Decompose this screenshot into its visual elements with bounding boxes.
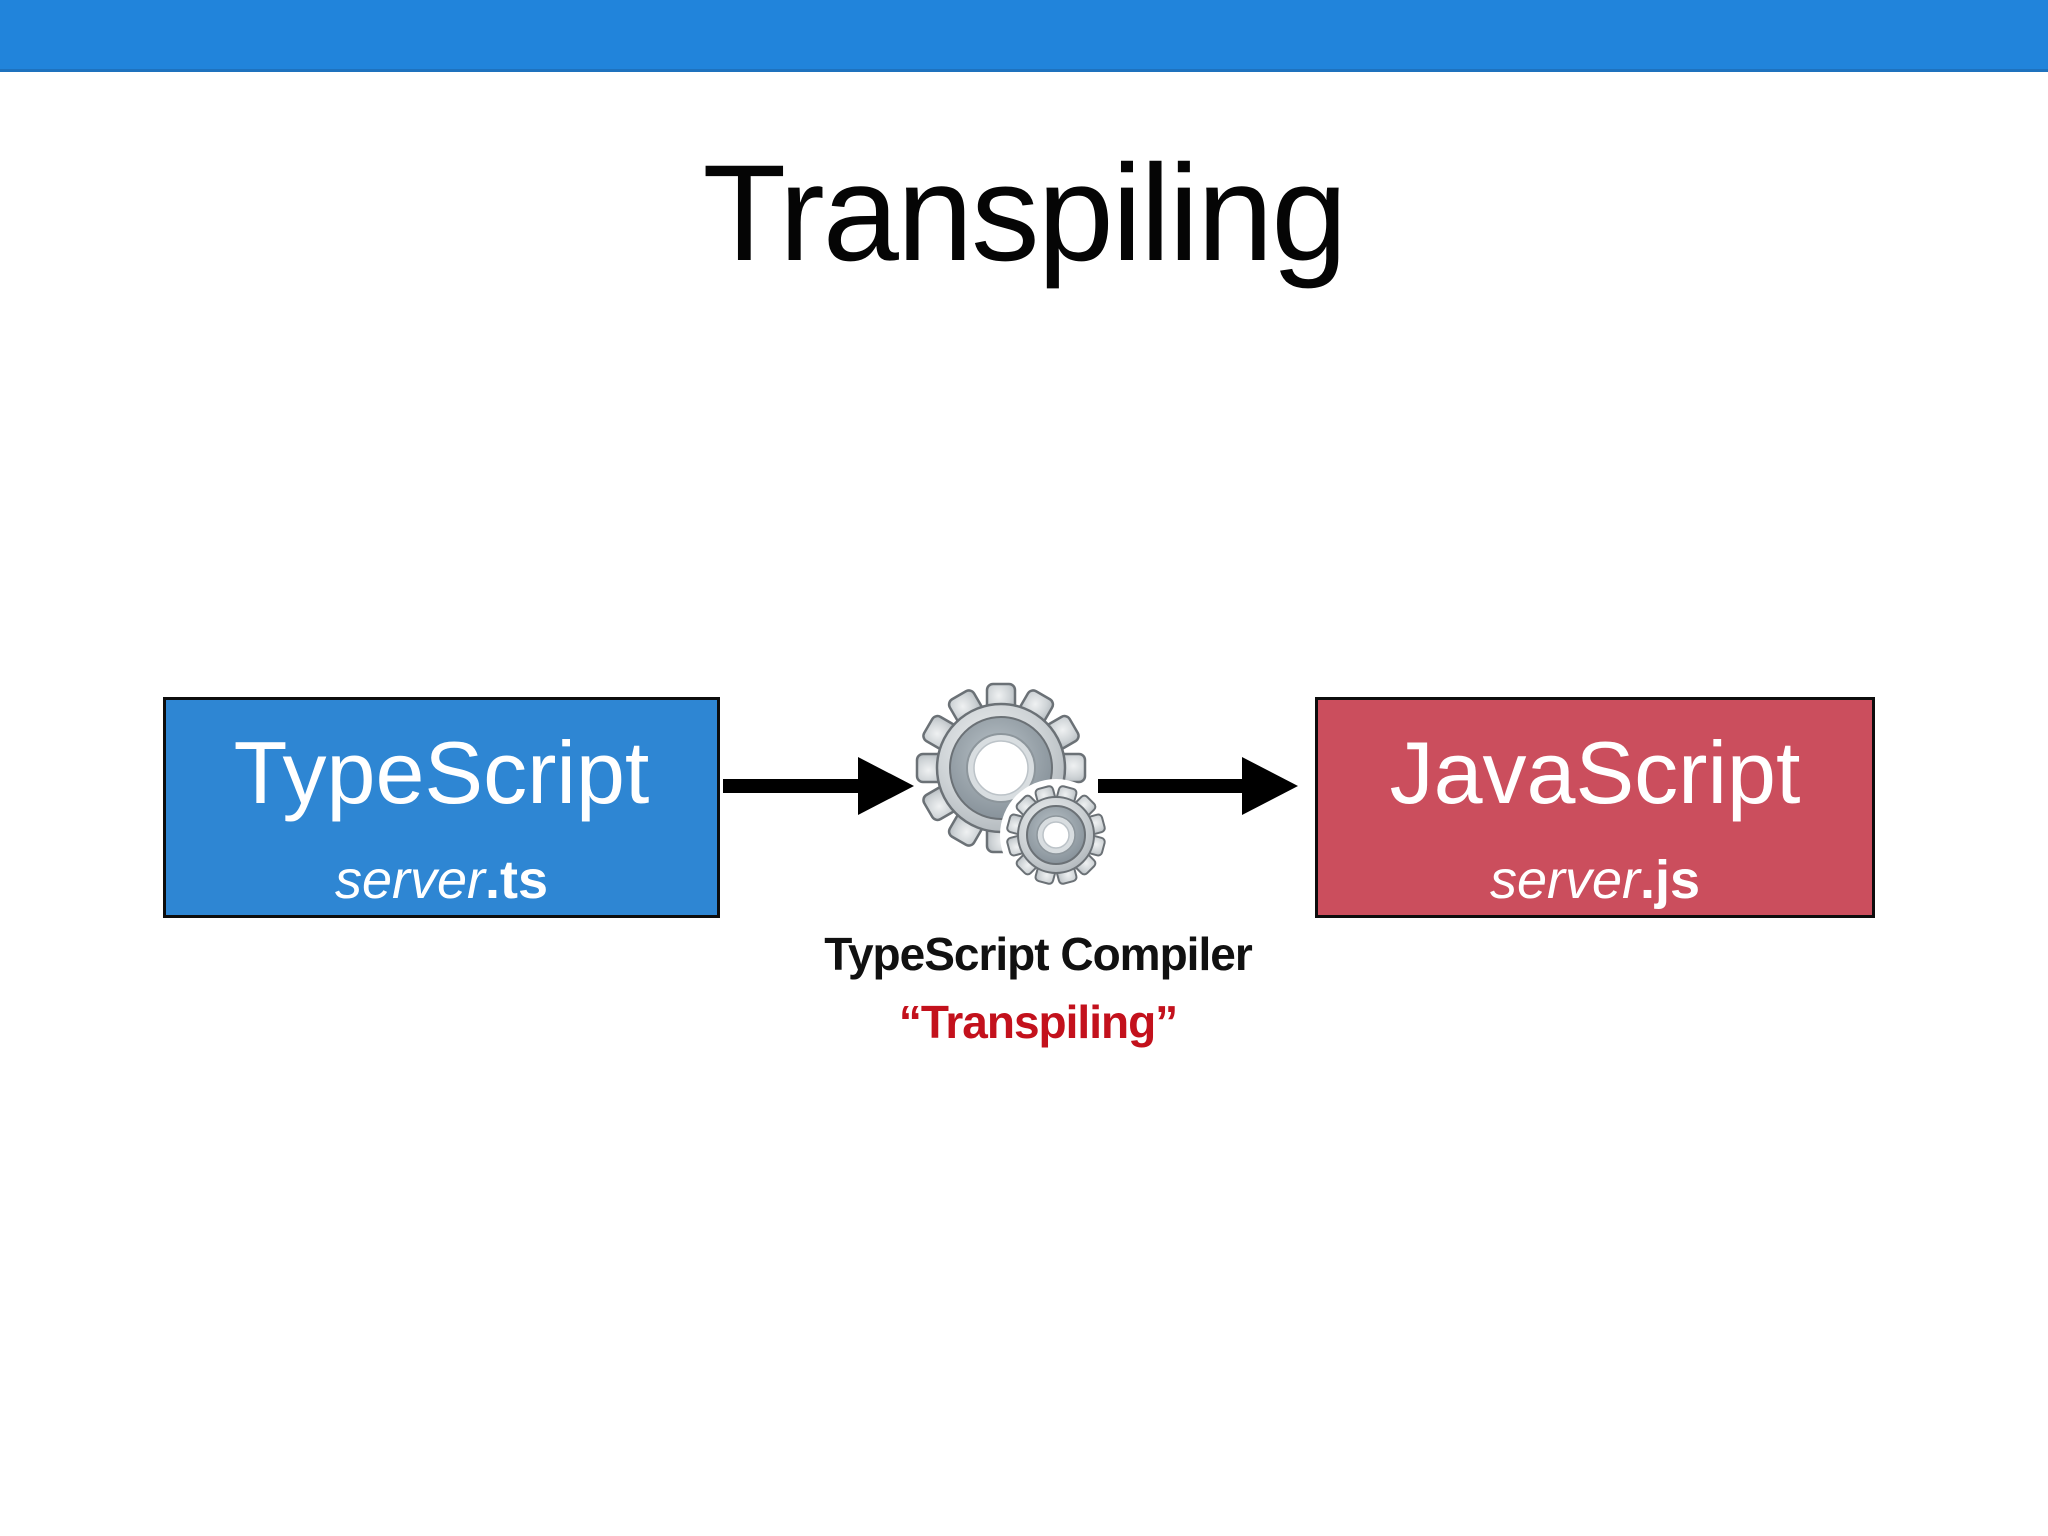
typescript-file-label: server.ts [166,850,717,910]
arrow-compiler-to-target-shaft [1098,779,1244,793]
arrow-source-to-compiler-head [858,757,914,815]
gears-icon [915,682,1112,891]
typescript-file-base: server [334,850,485,910]
typescript-box-label: TypeScript [233,723,650,822]
typescript-box: TypeScript server.ts [163,697,720,918]
javascript-file-base: server [1489,850,1640,910]
javascript-box-label: JavaScript [1389,723,1801,822]
typescript-file-ext: .ts [485,850,549,910]
arrow-source-to-compiler-shaft [723,779,860,793]
javascript-box: JavaScript server.js [1315,697,1875,918]
javascript-file-ext: .js [1639,850,1701,910]
javascript-file-label: server.js [1318,850,1872,910]
arrow-compiler-to-target-head [1242,757,1298,815]
compiler-nickname-label: “Transpiling” [898,996,1178,1048]
small-gear [1000,779,1112,891]
slide-title: Transpiling [702,137,1348,290]
top-accent-bar [0,0,2048,72]
compiler-name-label: TypeScript Compiler [824,928,1252,980]
